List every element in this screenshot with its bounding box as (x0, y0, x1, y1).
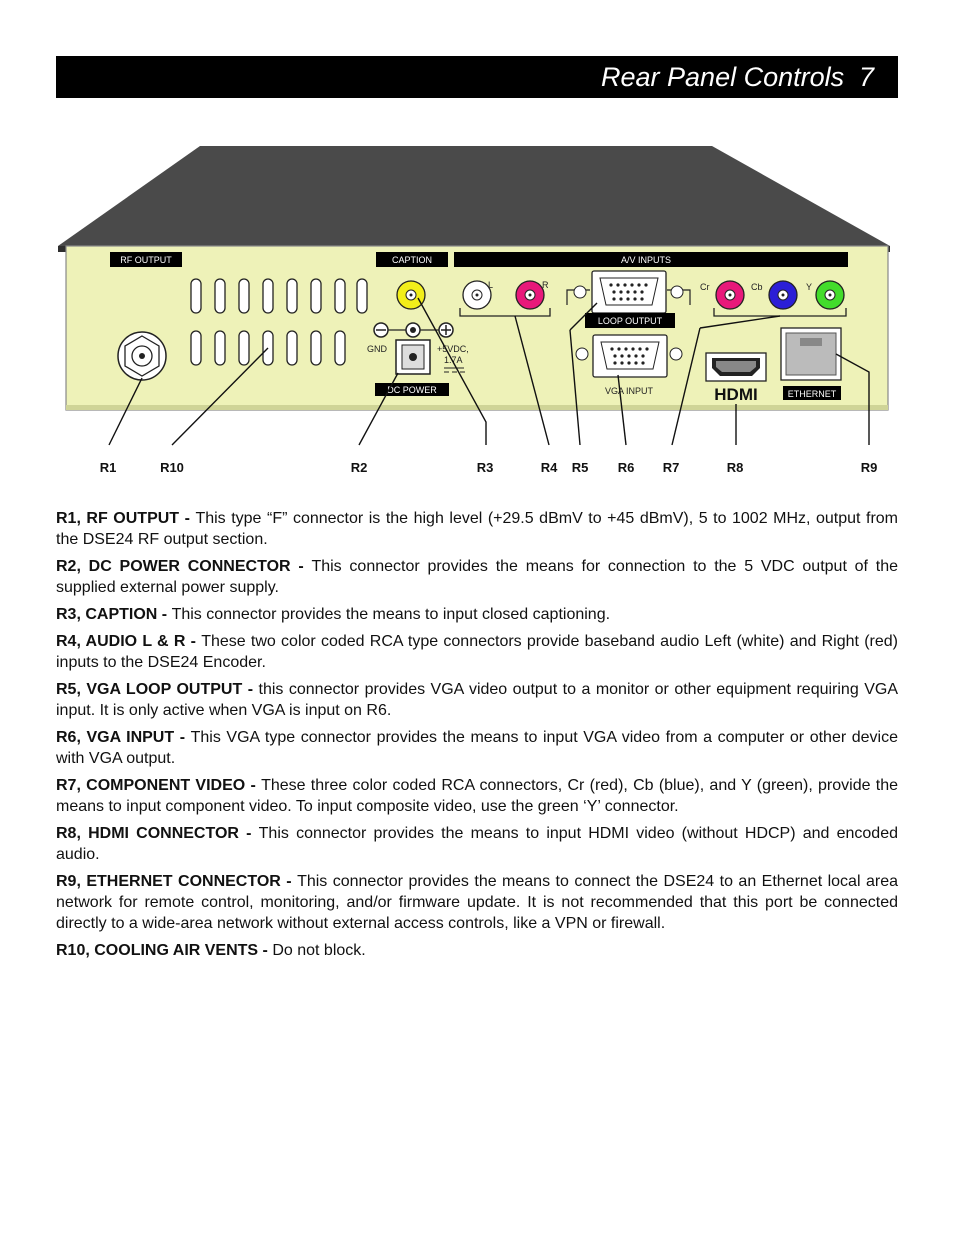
vga-input-label: VGA INPUT (605, 386, 654, 396)
callout-r9: R9 (861, 460, 878, 475)
callout-r6: R6 (618, 460, 635, 475)
desc-r7: R7, COMPONENT VIDEO - These three color … (56, 777, 899, 815)
ethernet-label: ETHERNET (788, 389, 837, 399)
desc-r1: R1, RF OUTPUT - This type “F” connector … (56, 510, 898, 548)
component-cr-jack (715, 280, 745, 310)
rf-connector (117, 331, 167, 381)
vga-input-connector (575, 334, 683, 378)
desc-r8: R8, HDMI CONNECTOR - This connector prov… (56, 825, 898, 863)
audio-left-jack (462, 280, 492, 310)
callout-r3: R3 (477, 460, 494, 475)
hdmi-connector (705, 352, 767, 382)
chassis-top (58, 146, 890, 246)
cb-label: Cb (751, 282, 763, 292)
caption-rca-jack (396, 280, 426, 310)
page-number: 7 (859, 62, 875, 92)
audio-l-label: L (488, 280, 493, 290)
desc-r6: R6, VGA INPUT - This VGA type connector … (56, 729, 898, 767)
av-inputs-label: A/V INPUTS (621, 255, 671, 265)
callout-r7: R7 (663, 460, 680, 475)
callout-r10: R10 (160, 460, 184, 475)
ethernet-connector (780, 327, 842, 381)
rear-panel-diagram: RF OUTPUT CAPTION A/V INPUTS (58, 146, 890, 475)
audio-right-jack (515, 280, 545, 310)
page-title: Rear Panel Controls (601, 62, 845, 92)
vga-loop-output-connector (566, 270, 691, 314)
callout-r8: R8 (727, 460, 744, 475)
callout-leader-lines (108, 297, 870, 446)
desc-r3: R3, CAPTION - This connector provides th… (56, 606, 611, 623)
cr-label: Cr (700, 282, 710, 292)
audio-r-label: R (542, 280, 549, 290)
desc-r9: R9, ETHERNET CONNECTOR - This connector … (56, 873, 898, 932)
callout-r1: R1 (100, 460, 117, 475)
desc-r2: R2, DC POWER CONNECTOR - This connector … (56, 558, 899, 596)
gnd-label: GND (367, 344, 388, 354)
dc-power-connector (373, 322, 454, 375)
component-cb-jack (768, 280, 798, 310)
desc-r4: R4, AUDIO L & R - These two color coded … (56, 633, 899, 671)
caption-label: CAPTION (392, 255, 432, 265)
y-label: Y (806, 282, 812, 292)
dc-power-label: DC POWER (387, 385, 437, 395)
descriptions: R1, RF OUTPUT - This type “F” connector … (56, 508, 898, 967)
callout-r4: R4 (541, 460, 558, 475)
hdmi-logo: HDMI (714, 385, 757, 404)
callout-r2: R2 (351, 460, 368, 475)
current-label: 1.7A (444, 355, 463, 365)
rf-output-label: RF OUTPUT (120, 255, 172, 265)
rear-face (65, 245, 889, 411)
component-y-jack (815, 280, 845, 310)
desc-r5: R5, VGA LOOP OUTPUT - this connector pro… (56, 681, 898, 719)
callout-r5: R5 (572, 460, 589, 475)
cooling-vents (190, 278, 368, 366)
loop-output-label: LOOP OUTPUT (598, 316, 663, 326)
desc-r10: R10, COOLING AIR VENTS - Do not block. (56, 942, 366, 959)
voltage-label: +5VDC, (437, 344, 469, 354)
page-header: Rear Panel Controls 7 (56, 56, 898, 98)
